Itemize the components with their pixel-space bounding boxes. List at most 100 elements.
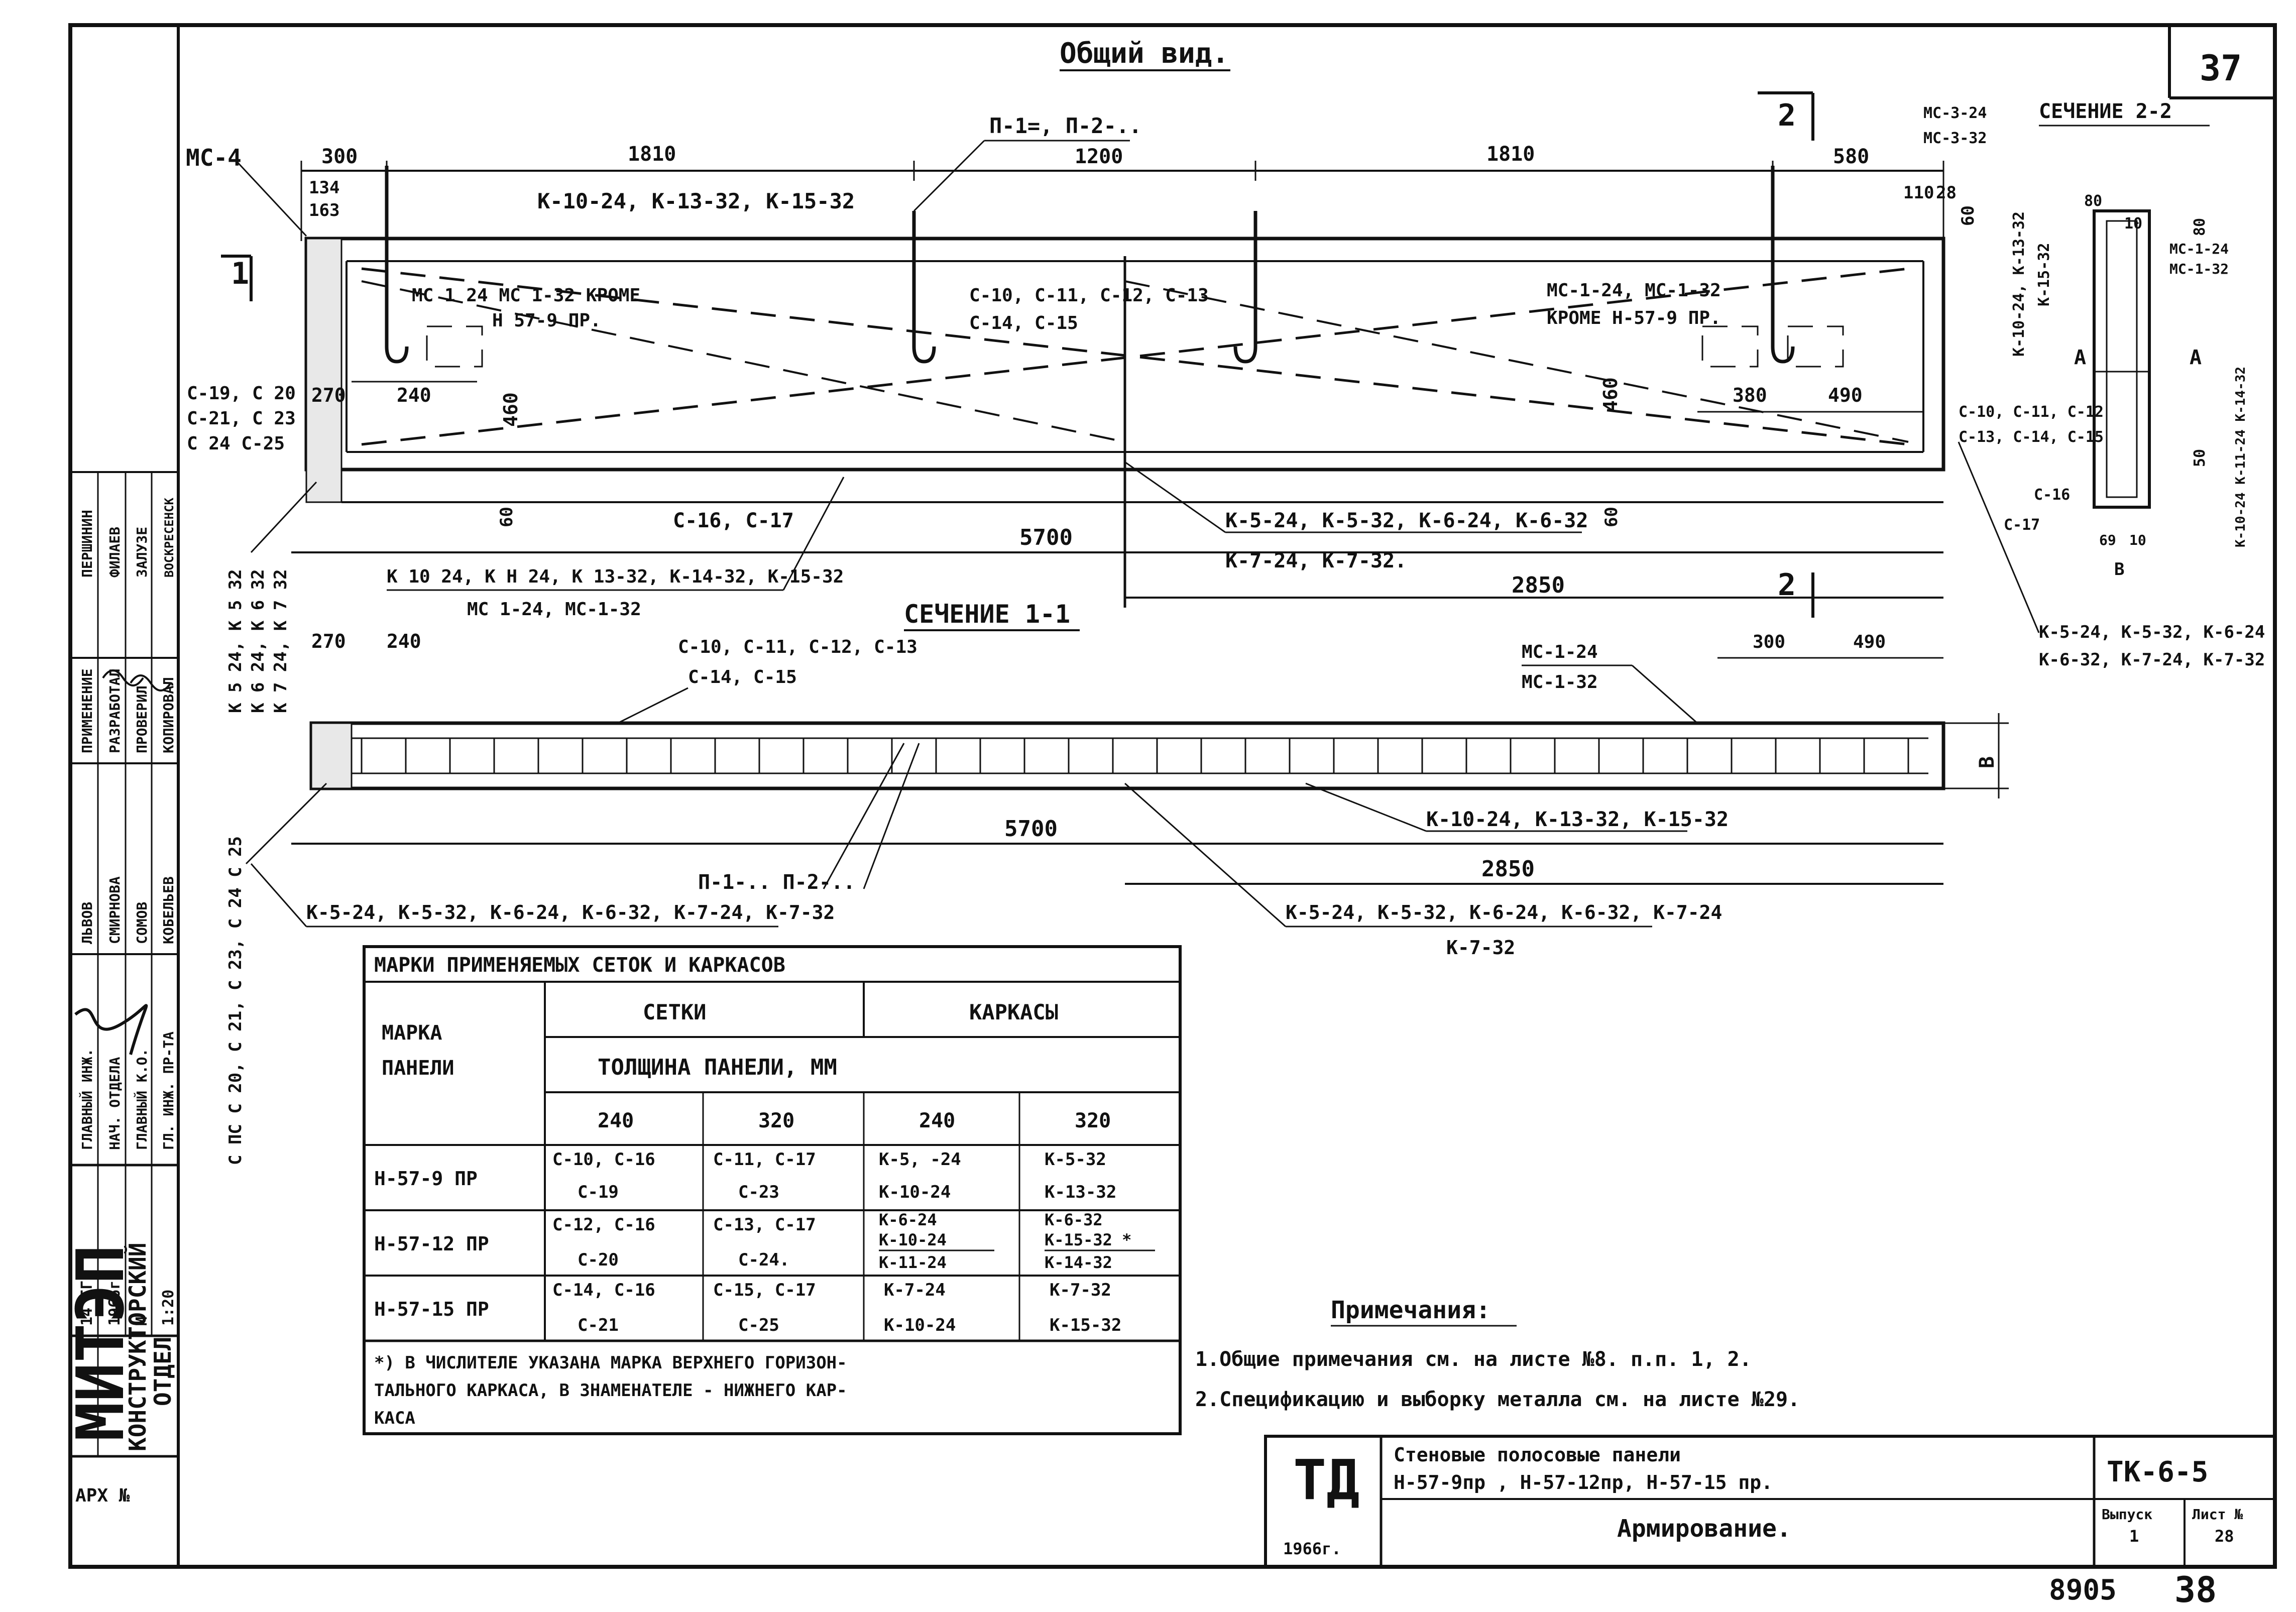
s2-d10: 10 [2124, 215, 2142, 233]
table-col-mark: МАРКА [382, 1021, 442, 1045]
s1-k-bottom: К-5-24, К-5-32, К-6-24, К-6-32, К-7-24, … [306, 901, 835, 924]
dim-240: 240 [397, 384, 431, 406]
section-1-outline [309, 721, 1945, 790]
side-role-5: ПРИМЕНЕНИЕ [79, 668, 95, 753]
signature-mark-2 [102, 669, 144, 686]
table-t320b: 320 [1075, 1109, 1111, 1132]
title-subject: Армирование. [1617, 1515, 1791, 1543]
table-t320a: 320 [758, 1109, 794, 1132]
side-name-6: ФИЛАЕВ [106, 527, 123, 578]
dim-28: 28 [1936, 183, 1957, 203]
section-1-1: СЕЧЕНИЕ 1-1 270 240 С-10, С-11, С-12, С-… [225, 600, 2009, 1165]
s2-c16: С-16 [2034, 486, 2070, 504]
title-name-2: Н-57-9пр , Н-57-12пр, Н-57-15 пр. [1394, 1471, 1773, 1493]
row-k320: К-6-32 [1045, 1210, 1103, 1229]
row-n320: С-15, С-17 [713, 1280, 816, 1300]
label-k-vert: К 5 24, К 5 32 [225, 569, 246, 713]
s2-d50: 50 [2191, 449, 2209, 467]
marks-table: МАРКИ ПРИМЕНЯЕМЫХ СЕТОК И КАРКАСОВ МАРКА… [363, 945, 1182, 1435]
row-n320: С-11, С-17 [713, 1149, 816, 1170]
dim-460-a: 460 [500, 392, 522, 427]
table-row: Н-57-12 ПР С-12, С-16 С-20 С-13, С-17 С-… [374, 1210, 1155, 1272]
dim-163: 163 [309, 200, 339, 220]
signature-mark-3 [130, 674, 172, 692]
title-block: ТД 1966г. Стеновые полосовые панели Н-57… [1264, 1435, 2276, 1610]
s2-d80b: 80 [2191, 218, 2209, 236]
side-role-6: РАЗРАБОТАЛ [106, 668, 123, 753]
bottom-number: 8905 [2049, 1574, 2117, 1606]
s1-d2850: 2850 [1481, 856, 1535, 882]
side-role-7: ПРОВЕРИЛ [134, 685, 150, 753]
s2-mc1b: МС-1-32 [2169, 261, 2229, 277]
row-n240b: С-21 [578, 1315, 619, 1335]
section-1-ribs [361, 738, 1909, 773]
table-col-nets: СЕТКИ [643, 1000, 706, 1024]
dim-300: 300 [321, 145, 358, 168]
side-dept: КОНСТРУКТОРСКИЙ [124, 1243, 151, 1451]
title-issue: 1 [2129, 1527, 2139, 1546]
table-t240a: 240 [598, 1109, 634, 1132]
table-col-thickness: ТОЛЩИНА ПАНЕЛИ, ММ [598, 1055, 837, 1080]
row-k240: К-7-24 [884, 1280, 946, 1300]
title-sheet-label: Лист № [2192, 1506, 2243, 1523]
s1-c-top: С-10, С-11, С-12, С-13 [678, 637, 917, 657]
s2-k-right: К-5-24, К-5-32, К-6-24 [2039, 622, 2265, 642]
label-k-vert-2: К 6 24, К 6 32 [248, 569, 268, 713]
row-k240c: К-11-24 [879, 1253, 947, 1272]
table-t240b: 240 [919, 1109, 955, 1132]
row-n240b: С-19 [578, 1182, 619, 1202]
section-2-2: СЕЧЕНИЕ 2-2 МС-3-24 МС-3-32 К-10-24, К-1… [1923, 100, 2265, 670]
cut-mark-2-bottom: 2 [1778, 567, 1796, 603]
side-name-3: СОМОВ [134, 902, 150, 944]
label-k-vert-3: К 7 24, К 7 32 [271, 569, 291, 713]
row-k240: К-6-24 [879, 1210, 937, 1229]
side-role-3: ГЛАВНЫЙ К.О. [133, 1049, 150, 1150]
label-k-long: К 10 24, К Н 24, К 13-32, К-14-32, К-15-… [387, 566, 844, 587]
side-year-3: М [133, 1317, 151, 1326]
s1-mc1b: МС-1-32 [1522, 672, 1598, 693]
side-name-2: СМИРНОВА [106, 876, 123, 944]
table-footnote-3: КАСА [374, 1408, 415, 1428]
dim-380: 380 [1733, 384, 1767, 406]
s2-d69: 69 [2099, 532, 2116, 548]
label-mc1-right: МС-1-24, МС-1-32 [1547, 280, 1721, 301]
s1-d240: 240 [387, 630, 421, 652]
label-mc1-left: МС 1 24 МС 1-32 КРОМЕ [412, 285, 640, 306]
s1-k-right: К-10-24, К-13-32, К-15-32 [1426, 808, 1729, 831]
cut-mark-1: 1 [231, 256, 249, 291]
title-issue-label: Выпуск [2102, 1506, 2152, 1523]
section-2-outline [2093, 209, 2151, 509]
s1-mc1: МС-1-24 [1522, 642, 1598, 662]
label-c-mid-2: С-14, С-15 [969, 313, 1078, 333]
title-logo: ТД [1293, 1448, 1359, 1512]
label-mc1-right-2: КРОМЕ Н-57-9 ПР. [1547, 308, 1721, 328]
row-n320b: С-24. [738, 1250, 789, 1270]
lifting-loop [385, 166, 409, 364]
sheet-number: 37 [2200, 48, 2242, 89]
s2-k-b: К-15-32 [2035, 243, 2053, 306]
dim-270: 270 [311, 384, 346, 406]
table-footnote: *) В ЧИСЛИТЕЛЕ УКАЗАНА МАРКА ВЕРХНЕГО ГО… [374, 1353, 847, 1373]
dim-110: 110 [1903, 183, 1934, 203]
dim-1810-a: 1810 [628, 143, 676, 166]
row-n320: С-13, С-17 [713, 1215, 816, 1235]
row-k320b: К-13-32 [1045, 1182, 1116, 1202]
section-2-title: СЕЧЕНИЕ 2-2 [2039, 100, 2172, 123]
side-role-8: КОПИРОВАЛ [160, 677, 177, 753]
dim-5700: 5700 [1019, 525, 1073, 550]
label-c-left-2: С-21, С 23 [187, 408, 296, 429]
general-view: 300 1810 1200 1810 580 134 163 110 28 МС… [186, 91, 1978, 713]
title-year: 1966г. [1283, 1539, 1341, 1558]
s2-mc3b: МС-3-32 [1923, 130, 1987, 147]
lifting-loop [912, 211, 936, 364]
label-c-left-3: С 24 С-25 [187, 433, 285, 454]
dim-60-a: 60 [497, 507, 517, 527]
row-mark: Н-57-12 ПР [374, 1233, 489, 1255]
title-name-1: Стеновые полосовые панели [1394, 1444, 1681, 1466]
sheet-number-box: 37 [2168, 25, 2275, 99]
row-n240: С-12, С-16 [552, 1215, 655, 1235]
dim-460-b: 460 [1599, 377, 1622, 412]
side-name-7: ЗАЛУЗЕ [134, 527, 150, 578]
dim-490: 490 [1828, 384, 1863, 406]
